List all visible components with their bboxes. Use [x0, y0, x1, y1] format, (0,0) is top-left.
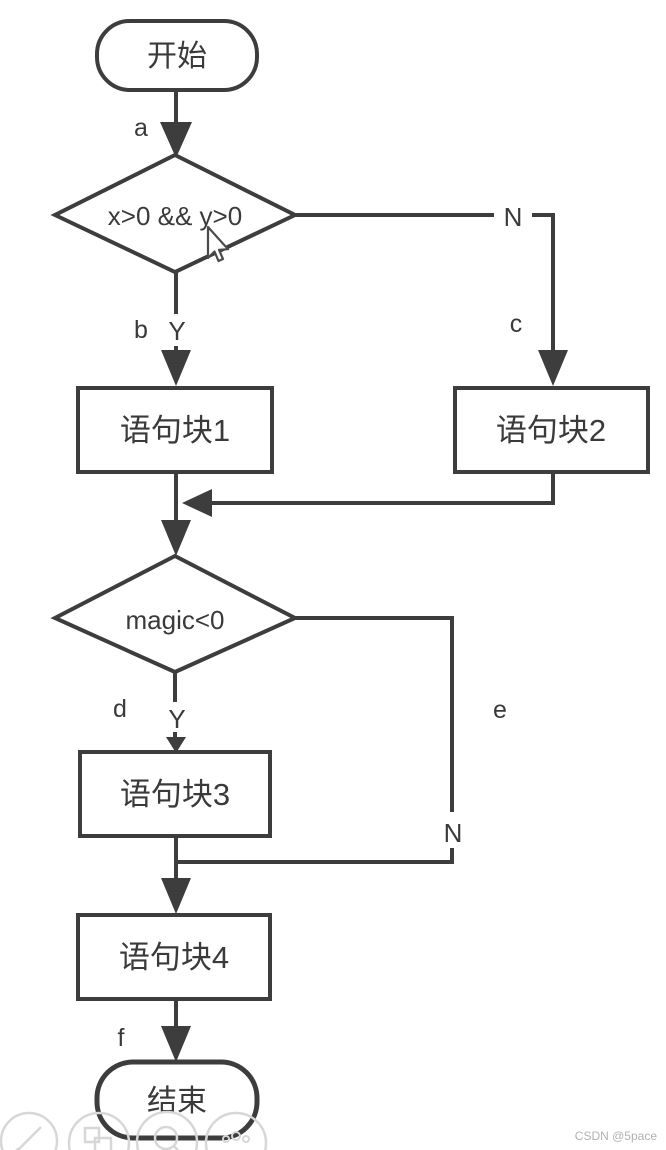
toolbar-button-zoom[interactable] [135, 1110, 199, 1150]
block2-node [453, 386, 650, 474]
block4-arrowhead [161, 878, 191, 914]
start-label: 开始 [147, 40, 207, 73]
block4-label: 语句块4 [119, 940, 229, 975]
block1-node [76, 386, 274, 474]
more-dots-icon [222, 1135, 230, 1143]
block3-node [78, 750, 272, 838]
edge-d-arrowhead [166, 737, 186, 753]
toolbar-button-blocks[interactable] [67, 1111, 131, 1150]
decision1-no-label: N [504, 202, 523, 232]
block2-label: 语句块2 [496, 413, 606, 448]
watermark-text: CSDN @5pace [575, 1129, 658, 1143]
pencil-icon [16, 1126, 42, 1150]
decision2-no-label: N [444, 818, 463, 848]
decision2-yes-label: Y [168, 704, 185, 734]
magnifier-icon [153, 1125, 179, 1150]
toolbar-circle [0, 1111, 59, 1150]
edge-b-arrowhead [161, 350, 191, 386]
label-mask [164, 314, 190, 346]
blocks-icon [93, 1136, 113, 1150]
edge-d-label: d [113, 695, 127, 723]
edge-e-line [176, 616, 454, 864]
start-node [95, 19, 259, 92]
mouse-cursor [206, 225, 230, 263]
block4-node [76, 913, 272, 1001]
label-mask [436, 812, 470, 848]
blocks-icon [83, 1126, 101, 1144]
edge-c-arrowhead [538, 350, 568, 386]
label-mask [494, 199, 532, 231]
magnifier-handle-icon [173, 1145, 180, 1150]
decision1-node [50, 152, 300, 275]
edge-f-arrowhead [161, 1026, 191, 1062]
decision2-node [50, 553, 300, 675]
decision1-yes-label: Y [168, 316, 185, 346]
edge-a-label: a [134, 114, 148, 142]
more-dots-icon [242, 1135, 250, 1143]
merge1-left-arrowhead [182, 489, 212, 517]
edge-e-label: e [493, 696, 507, 724]
decision1-label: x>0 && y>0 [108, 201, 242, 231]
edge-f-label: f [118, 1024, 125, 1052]
merge1-arrowhead [161, 520, 191, 556]
edge-a-arrowhead [160, 122, 192, 158]
toolbar-circle [67, 1111, 131, 1150]
toolbar-circle [204, 1111, 268, 1150]
edge-b-label: b [134, 316, 148, 344]
toolbar-button-more[interactable] [204, 1111, 268, 1150]
label-mask [164, 702, 190, 732]
block1-label: 语句块1 [120, 413, 230, 448]
merge1-from-block2-line [212, 472, 555, 505]
decision2-label: magic<0 [126, 605, 225, 635]
edge-c-line [295, 213, 555, 352]
toolbar-button-edit[interactable] [0, 1111, 59, 1150]
toolbar-circle [135, 1110, 199, 1150]
block3-label: 语句块3 [120, 777, 230, 812]
edge-c-label: c [510, 310, 523, 338]
more-dots-icon [231, 1131, 241, 1141]
